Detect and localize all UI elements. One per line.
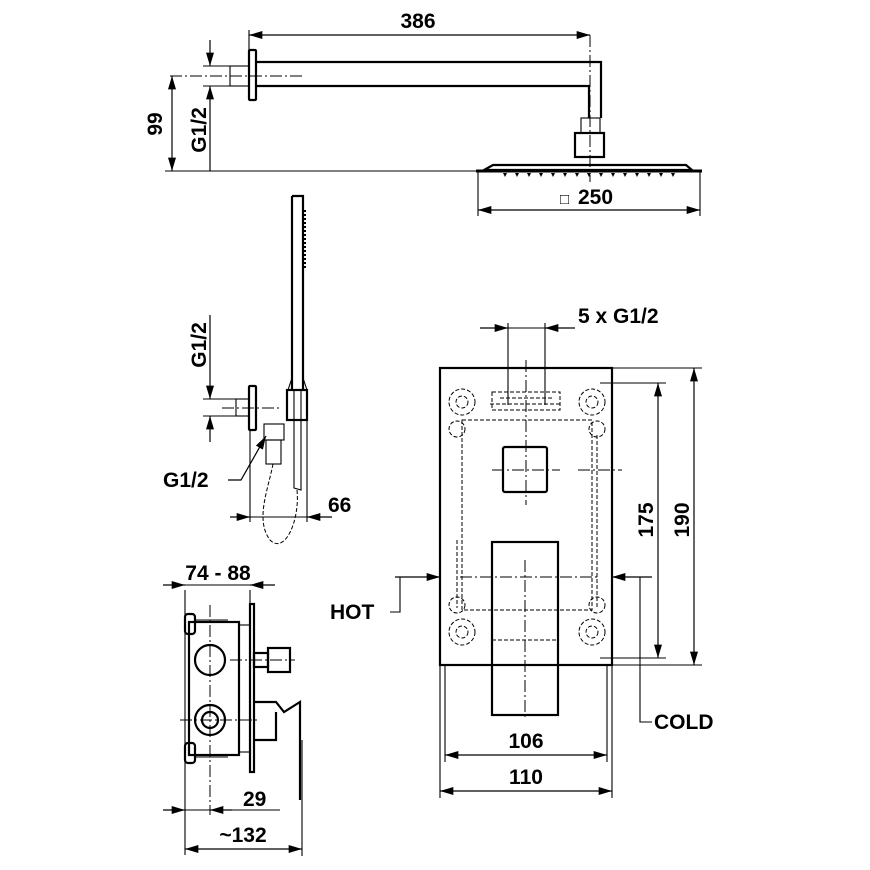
wall-flange xyxy=(247,48,258,102)
dim-5xg12: 5 x G1/2 xyxy=(578,305,659,328)
dim-29: 29 xyxy=(243,788,266,811)
nozzle xyxy=(623,173,627,177)
nozzle xyxy=(575,173,579,177)
hidden-box-outline xyxy=(461,419,593,611)
mixer-box xyxy=(187,620,241,757)
shower-arm xyxy=(256,60,603,118)
nozzle xyxy=(647,173,651,177)
hand-shower-handle xyxy=(290,194,305,390)
dim-74-88: 74 - 88 xyxy=(185,562,251,585)
dim-66: 66 xyxy=(328,494,351,517)
nozzle xyxy=(527,173,531,177)
hand-shower-grip xyxy=(293,390,302,491)
nozzle xyxy=(503,173,507,177)
head-shower-body xyxy=(479,163,696,172)
mounting-lug xyxy=(578,596,606,646)
hose xyxy=(262,463,298,544)
mounting-lug xyxy=(578,388,606,438)
head-nozzles xyxy=(503,173,675,177)
shower-arm-view: 386 99 G1/2 □ 250 xyxy=(144,10,702,216)
mounting-pin xyxy=(183,741,197,765)
dim-386: 386 xyxy=(400,10,435,33)
mounting-lugs xyxy=(448,388,606,646)
dim-175: 175 xyxy=(635,502,658,537)
hose-outlet xyxy=(263,423,285,441)
cold-label: COLD xyxy=(654,711,714,734)
mixer-lever xyxy=(254,700,302,800)
dim-g12-hand: G1/2 xyxy=(188,322,211,368)
dim-g12-arm: G1/2 xyxy=(188,107,211,153)
diverter-knob xyxy=(266,646,292,674)
hand-shower-holder xyxy=(285,388,309,422)
dim-110: 110 xyxy=(509,766,543,789)
dim-99: 99 xyxy=(144,112,167,135)
dim-106: 106 xyxy=(508,730,543,753)
nozzle xyxy=(539,173,543,177)
outlet-leader xyxy=(228,435,267,481)
mounting-pin xyxy=(183,612,197,636)
square-symbol: □ xyxy=(560,191,569,208)
mixer-front-view: 5 x G1/2 175 190 HOT COLD 106 110 xyxy=(330,305,714,798)
nozzle xyxy=(599,173,603,177)
dim-g12-outlet: G1/2 xyxy=(163,469,209,492)
dim-132: ~132 xyxy=(219,824,266,847)
nozzle xyxy=(551,173,555,177)
mounting-lug xyxy=(448,388,476,438)
nozzle xyxy=(563,173,567,177)
wall-cover-plate xyxy=(248,602,256,774)
nozzle xyxy=(515,173,519,177)
hot-label: HOT xyxy=(330,601,375,624)
nozzle xyxy=(659,173,663,177)
nozzle xyxy=(671,173,675,177)
mounting-lug xyxy=(448,596,476,646)
hand-shower-view: G1/2 G1/2 66 xyxy=(163,194,351,544)
mixer-side-view: 74 - 88 29 ~132 xyxy=(163,562,303,856)
dim-250: 250 xyxy=(578,186,613,209)
nozzle xyxy=(587,173,591,177)
dim-190: 190 xyxy=(671,502,694,537)
nozzle xyxy=(611,173,615,177)
nozzle xyxy=(635,173,639,177)
